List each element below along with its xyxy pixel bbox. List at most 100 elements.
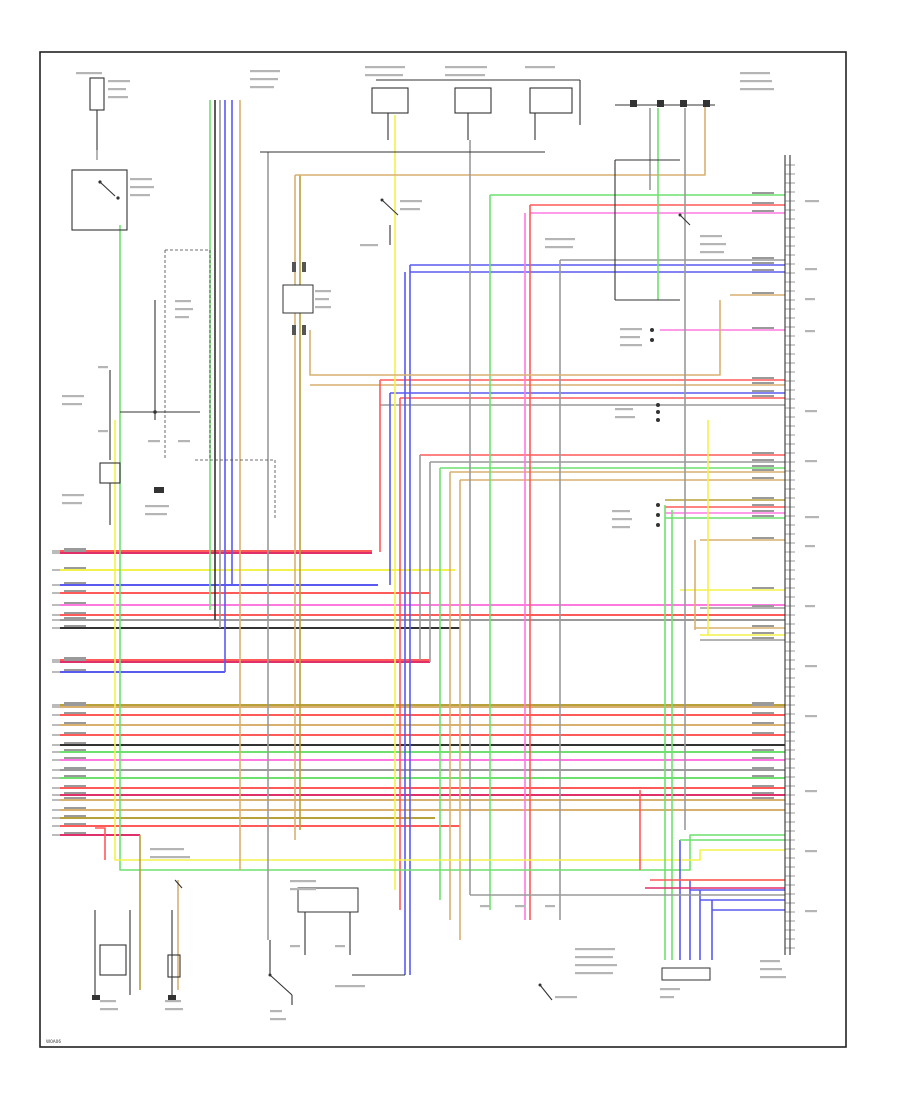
illegible-label-mark (130, 186, 154, 189)
illegible-label-mark (575, 948, 615, 951)
wire-tag-mark (752, 712, 774, 714)
footer-code: W0A06 (46, 1039, 61, 1044)
illegible-label-mark (76, 72, 102, 75)
illegible-label-mark (615, 408, 633, 411)
illegible-label-mark (805, 268, 817, 271)
illegible-label-mark (700, 251, 724, 254)
illegible-label-mark (805, 516, 819, 519)
illegible-label-mark (365, 74, 403, 77)
illegible-label-mark (805, 605, 815, 608)
illegible-label-mark (175, 308, 193, 311)
illegible-label-mark (365, 66, 405, 69)
illegible-label-mark (165, 1000, 181, 1003)
wire-tag-mark (752, 269, 774, 271)
wire-tag-mark (752, 497, 774, 499)
illegible-label-mark (270, 1010, 282, 1013)
wire-tag-mark (752, 515, 774, 517)
illegible-label-mark (400, 200, 422, 203)
wire-tag-mark (752, 510, 774, 512)
wire-tag-mark (64, 712, 86, 714)
illegible-label-mark (98, 366, 108, 369)
illegible-label-mark (575, 972, 613, 975)
illegible-label-mark (250, 70, 280, 73)
illegible-label-mark (175, 316, 189, 319)
bottom-center-components (268, 887, 405, 1005)
wire-tag-mark (64, 767, 86, 769)
illegible-label-mark (62, 395, 84, 398)
wire-tag-mark (64, 550, 86, 552)
wire-tag-mark (64, 602, 86, 604)
wire-tag-mark (752, 767, 774, 769)
illegible-label-mark (805, 545, 815, 548)
illegible-label-mark (700, 243, 726, 246)
illegible-label-mark (740, 88, 774, 91)
fuse-block-top-left (71, 77, 128, 231)
illegible-label-mark (515, 905, 525, 908)
wire-tag-mark (752, 785, 774, 787)
wire-tag-mark (64, 657, 86, 659)
illegible-label-mark (612, 518, 632, 521)
wire-tag-mark (752, 722, 774, 724)
wire-tag-mark (752, 202, 774, 204)
illegible-label-mark (290, 945, 300, 948)
wire-tag-mark (752, 792, 774, 794)
wire-tag-mark (752, 537, 774, 539)
wire-tag-mark (752, 459, 774, 461)
top-right-connectors (615, 100, 715, 107)
wire-tag-mark (752, 192, 774, 194)
main-relay-center (282, 262, 314, 335)
wire-tag-mark (752, 504, 774, 506)
illegible-label-mark (100, 1008, 118, 1011)
illegible-label-mark (805, 665, 817, 668)
illegible-label-mark (612, 510, 630, 513)
wire-tan-74 (295, 105, 706, 176)
illegible-label-mark (175, 300, 191, 303)
illegible-label-mark (62, 403, 82, 406)
wire-tag-mark (752, 469, 774, 471)
wire-tag-mark (64, 722, 86, 724)
wire-layer (60, 100, 785, 990)
illegible-label-mark (805, 330, 815, 333)
illegible-label-mark (555, 996, 577, 999)
illegible-label-mark (315, 298, 329, 301)
wire-tag-mark (752, 702, 774, 704)
wire-tag-mark (64, 792, 86, 794)
illegible-label-mark (805, 298, 815, 301)
illegible-label-mark (315, 290, 331, 293)
illegible-label-mark (805, 850, 817, 853)
illegible-label-mark (178, 440, 190, 443)
center-left-relay (120, 249, 276, 520)
illegible-label-mark (62, 502, 82, 505)
illegible-label-mark (575, 956, 613, 959)
label-layer (62, 66, 819, 1021)
bottom-right-components (538, 967, 711, 1001)
wire-tag-mark (752, 637, 774, 639)
illegible-label-mark (445, 66, 487, 69)
wire-green-76 (119, 225, 785, 871)
illegible-label-mark (150, 856, 190, 859)
illegible-label-mark (805, 790, 817, 793)
illegible-label-mark (545, 246, 573, 249)
illegible-label-mark (108, 96, 128, 99)
wire-tag-mark (752, 605, 774, 607)
wire-tag-mark (752, 757, 774, 759)
wire-tag-mark (752, 465, 774, 467)
illegible-label-mark (270, 1018, 286, 1021)
illegible-label-mark (660, 988, 680, 991)
wire-tag-mark (752, 377, 774, 379)
illegible-label-mark (760, 960, 780, 963)
wire-tag-mark (64, 582, 86, 584)
wire-tag-mark (64, 742, 86, 744)
illegible-label-mark (805, 715, 817, 718)
illegible-label-mark (805, 410, 817, 413)
wire-tag-mark (64, 815, 86, 817)
illegible-label-mark (290, 880, 316, 883)
wire-tag-mark (752, 632, 774, 634)
wire-tag-mark (64, 749, 86, 751)
wire-tag-mark (752, 292, 774, 294)
wire-tag-mark (64, 832, 86, 834)
wire-tag-mark (752, 732, 774, 734)
illegible-label-mark (145, 513, 167, 516)
